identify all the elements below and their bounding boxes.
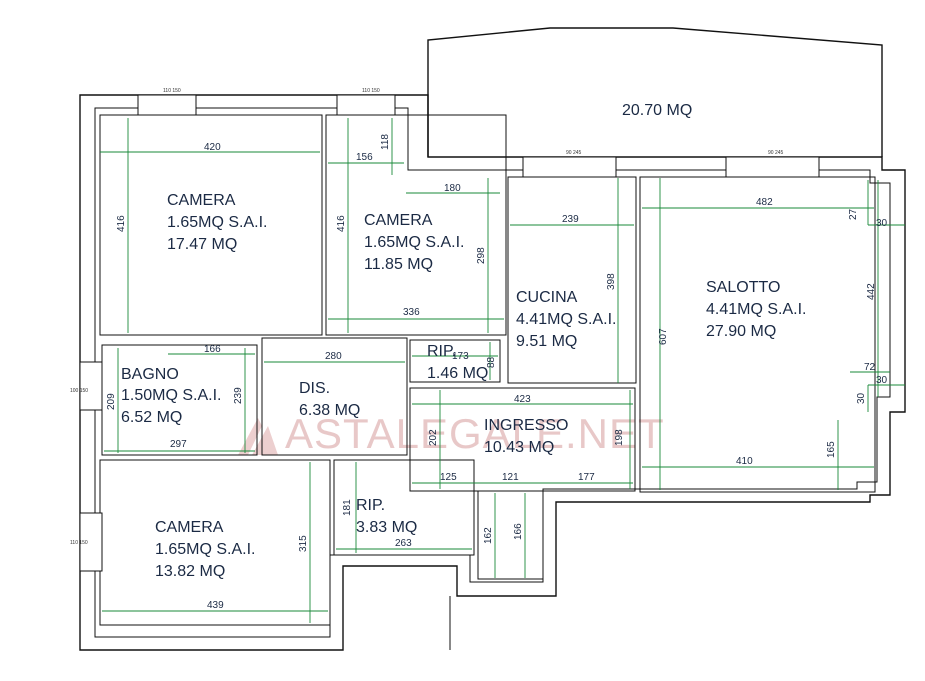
dim-439: 439 <box>207 600 224 611</box>
window-salotto <box>725 156 820 178</box>
dim-180: 180 <box>444 183 461 194</box>
window-tag-1: 110 150 <box>163 88 181 94</box>
room-camera-3: CAMERA 1.65MQ S.A.I. 13.82 MQ <box>155 519 255 580</box>
dim-239: 239 <box>562 214 579 225</box>
dim-165: 165 <box>826 441 837 458</box>
window-tag-5: 100 150 <box>70 388 88 394</box>
dim-416-b: 416 <box>336 215 347 232</box>
room-area: 9.51 MQ <box>516 333 577 350</box>
balcony-area: 20.70 MQ <box>622 102 692 119</box>
watermark-logo-icon <box>238 418 278 455</box>
window-tag-6: 110 150 <box>70 540 88 546</box>
room-camera-2: CAMERA 1.65MQ S.A.I. 11.85 MQ <box>364 212 464 273</box>
window-tag-3: 90 245 <box>566 150 582 156</box>
dim-173: 173 <box>452 351 469 362</box>
room-salotto: SALOTTO 4.41MQ S.A.I. 27.90 MQ <box>706 279 806 340</box>
dim-181: 181 <box>342 499 353 516</box>
dim-607: 607 <box>658 328 669 345</box>
room-area: 1.46 MQ <box>427 365 488 382</box>
dim-336: 336 <box>403 307 420 318</box>
room-rip-small: RIP. 1.46 MQ <box>427 343 488 382</box>
dimension-labels: 420 416 156 118 180 416 298 336 239 398 … <box>106 134 888 611</box>
dim-166-b: 166 <box>513 523 524 540</box>
dim-398: 398 <box>606 273 617 290</box>
room-labels: CAMERA 1.65MQ S.A.I. 17.47 MQ CAMERA 1.6… <box>121 192 806 580</box>
watermark-text: ASTALEGALE.NET <box>285 410 665 457</box>
room-name: RIP. <box>356 497 385 514</box>
window-tag-4: 90 245 <box>768 150 784 156</box>
dim-30-b: 30 <box>876 375 888 386</box>
room-dis: DIS. 6.38 MQ <box>299 380 360 419</box>
room-area: 27.90 MQ <box>706 323 776 340</box>
room-sai: 4.41MQ S.A.I. <box>706 301 806 318</box>
dim-239-b: 239 <box>233 387 244 404</box>
dim-315: 315 <box>298 535 309 552</box>
dim-280: 280 <box>325 351 342 362</box>
room-area: 13.82 MQ <box>155 563 225 580</box>
window-camera-1 <box>137 94 197 116</box>
room-name: CAMERA <box>364 212 433 229</box>
room-sai: 1.50MQ S.A.I. <box>121 387 221 404</box>
room-sai: 1.65MQ S.A.I. <box>155 541 255 558</box>
room-cucina: CUCINA 4.41MQ S.A.I. 9.51 MQ <box>516 289 616 350</box>
dim-177: 177 <box>578 472 595 483</box>
room-bagno: BAGNO 1.50MQ S.A.I. 6.52 MQ <box>121 366 221 426</box>
window-tag-2: 110 150 <box>362 88 380 94</box>
window-cucina <box>522 156 617 178</box>
room-name: CUCINA <box>516 289 578 306</box>
room-area: 6.38 MQ <box>299 402 360 419</box>
room-sai: 1.65MQ S.A.I. <box>364 234 464 251</box>
dim-416-a: 416 <box>116 215 127 232</box>
dim-72: 72 <box>864 362 876 373</box>
room-area: 10.43 MQ <box>484 439 554 456</box>
room-area: 6.52 MQ <box>121 409 182 426</box>
room-name: BAGNO <box>121 366 179 383</box>
dim-30-c: 30 <box>856 392 867 404</box>
window-camera-2 <box>336 94 396 116</box>
room-name: SALOTTO <box>706 279 780 296</box>
room-camera-1: CAMERA 1.65MQ S.A.I. 17.47 MQ <box>167 192 267 253</box>
dim-125: 125 <box>440 472 457 483</box>
dim-410: 410 <box>736 456 753 467</box>
dim-442: 442 <box>866 283 877 300</box>
room-sai: 1.65MQ S.A.I. <box>167 214 267 231</box>
room-name: CAMERA <box>155 519 224 536</box>
dim-209: 209 <box>106 393 117 410</box>
room-area: 17.47 MQ <box>167 236 237 253</box>
dim-121: 121 <box>502 472 519 483</box>
room-area: 3.83 MQ <box>356 519 417 536</box>
room-name: RIP. <box>427 343 456 360</box>
room-ingresso: INGRESSO 10.43 MQ <box>484 417 568 456</box>
dim-118: 118 <box>380 134 391 150</box>
dim-156: 156 <box>356 152 373 163</box>
window-camera-3 <box>79 512 103 572</box>
room-area: 11.85 MQ <box>364 256 433 273</box>
dim-482: 482 <box>756 197 773 208</box>
balcony: 20.70 MQ <box>427 27 883 157</box>
dim-166-a: 166 <box>204 344 221 355</box>
dim-423: 423 <box>514 394 531 405</box>
dim-297: 297 <box>170 439 187 450</box>
watermark: ASTALEGALE.NET <box>238 410 665 457</box>
room-name: INGRESSO <box>484 417 568 434</box>
dim-198: 198 <box>614 429 625 446</box>
dim-263: 263 <box>395 538 412 549</box>
dim-162: 162 <box>483 527 494 544</box>
dim-30-a: 30 <box>876 218 888 229</box>
window-bagno <box>79 361 103 411</box>
dim-27: 27 <box>848 208 859 220</box>
dim-88: 88 <box>486 356 497 368</box>
room-name: DIS. <box>299 380 330 397</box>
room-name: CAMERA <box>167 192 236 209</box>
room-rip-large: RIP. 3.83 MQ <box>356 497 417 536</box>
dimension-lines <box>100 118 905 623</box>
dim-420: 420 <box>204 142 221 153</box>
room-sai: 4.41MQ S.A.I. <box>516 311 616 328</box>
dim-202: 202 <box>428 429 439 446</box>
dim-298: 298 <box>476 247 487 264</box>
windows: 110 150 110 150 90 245 90 245 100 150 11… <box>70 88 820 572</box>
